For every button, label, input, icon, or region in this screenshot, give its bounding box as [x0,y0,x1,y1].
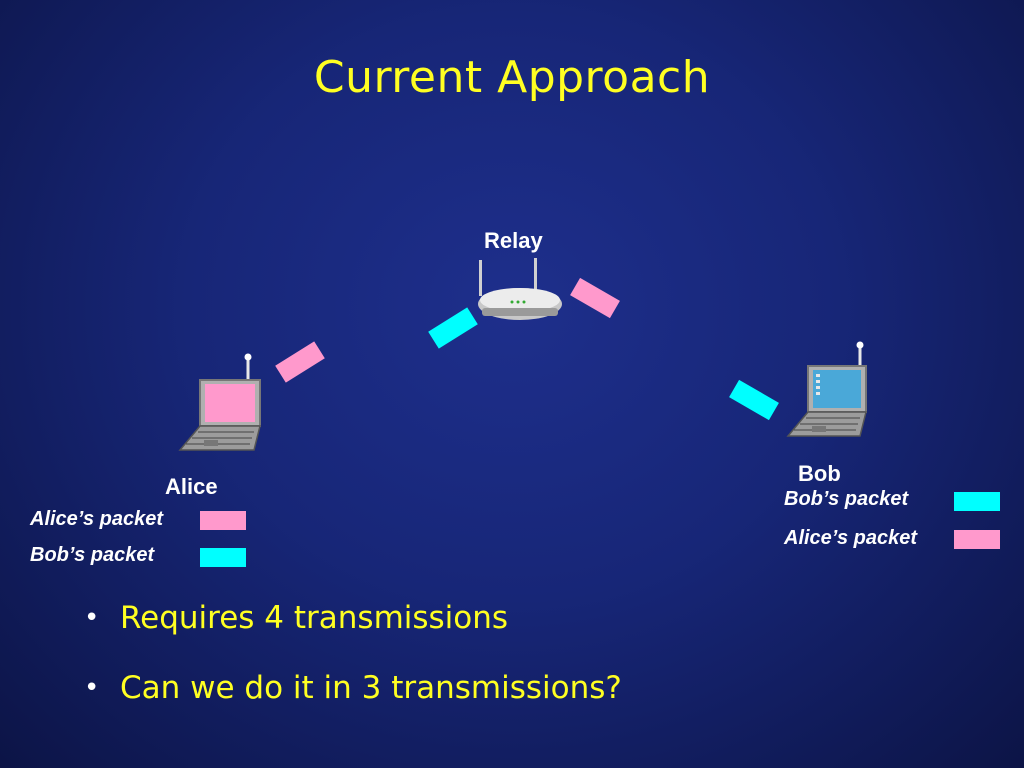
bob-laptop-icon [786,341,867,437]
bullet-item: • Can we do it in 3 transmissions? [84,666,622,736]
alice-label: Alice [165,474,218,499]
slide-title: Current Approach [313,52,711,103]
wireless-router-icon [478,258,562,320]
alice-packet-to-relay [275,341,325,383]
bullet-marker: • [84,603,100,633]
bullet-text: Requires 4 transmissions [120,600,509,636]
bob-packet-to-alice [428,307,478,349]
bullet-list: • Requires 4 transmissions • Can we do i… [84,596,622,736]
legend-alice-side-swatch-1 [200,511,246,530]
legend-bob-side-swatch-2 [954,530,1000,549]
bob-label: Bob [798,461,841,486]
alice-laptop-icon [178,353,261,451]
alice-packet-to-bob [570,277,620,319]
legend-bob-side-label-2: Alice’s packet [784,527,918,549]
bullet-item: • Requires 4 transmissions [84,596,622,666]
legend-bob-side-swatch-1 [954,492,1000,511]
bullet-marker: • [84,673,100,703]
legend-alice-side-swatch-2 [200,548,246,567]
bullet-text: Can we do it in 3 transmissions? [120,670,622,706]
legend-alice-side-label-2: Bob’s packet [30,544,155,566]
legend-bob-side-label-1: Bob’s packet [784,488,909,510]
relay-label: Relay [484,228,543,253]
legend-alice-side-label-1: Alice’s packet [30,508,164,530]
bob-packet-to-relay [729,379,779,421]
